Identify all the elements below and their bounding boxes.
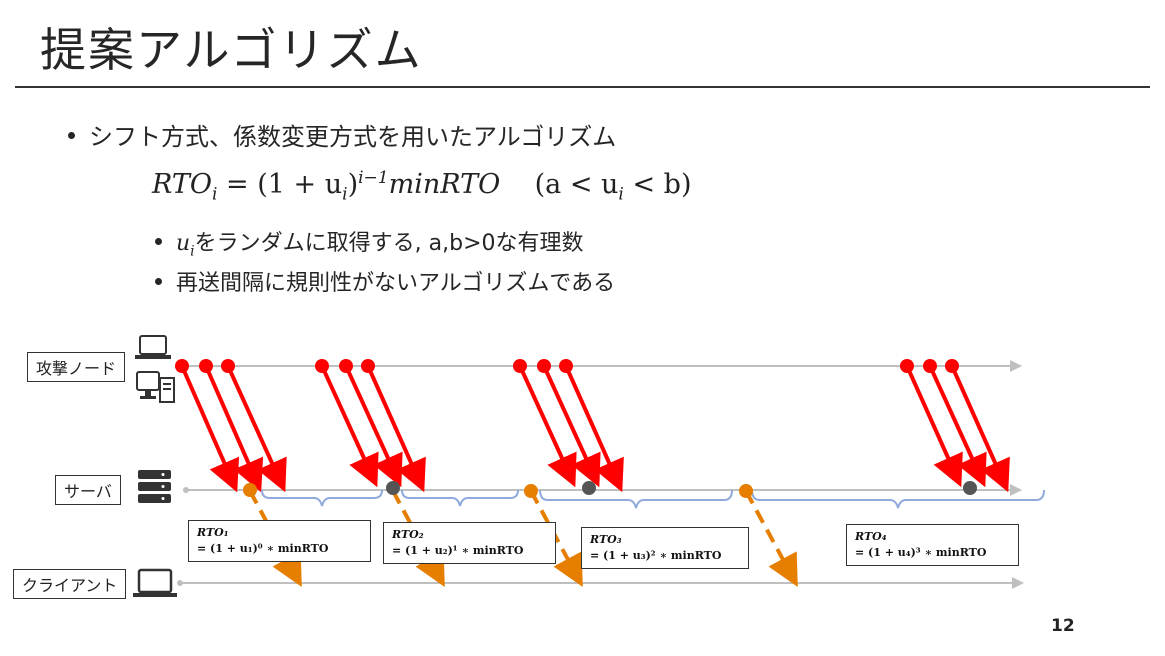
desktop-icon — [136, 371, 175, 403]
server-dot-3 — [963, 481, 977, 495]
rto-box-3-formula: = (1 + u₃)² ∗ minRTO — [590, 549, 722, 562]
rto-box-1-title: RTO₁ — [197, 526, 229, 539]
slide-title: 提案アルゴリズム — [40, 23, 423, 77]
retransmit-dot-2 — [524, 484, 538, 498]
formula-tail: minRTO — [388, 169, 501, 200]
rto-box-3: RTO₃ = (1 + u₃)² ∗ minRTO — [581, 527, 749, 569]
rto-box-1: RTO₁ = (1 + u₁)⁰ ∗ minRTO — [188, 520, 371, 562]
formula-cond-a: (a < u — [534, 169, 619, 200]
bullet-1-text: シフト方式、係数変更方式を用いたアルゴリズム — [89, 123, 617, 151]
bullet-2: uiをランダムに取得する, a,b>0な有理数 — [155, 225, 584, 259]
formula-rhs-close: ) — [347, 169, 359, 200]
bullet-2-sub: i — [190, 243, 195, 260]
attack-group-3 — [513, 359, 624, 493]
rto-box-4-title: RTO₄ — [855, 530, 887, 543]
formula-lhs-sub: i — [212, 184, 218, 205]
rto-box-4: RTO₄ = (1 + u₄)³ ∗ minRTO — [846, 524, 1019, 566]
formula-exp: i−1 — [358, 168, 389, 188]
rto-box-2: RTO₂ = (1 + u₂)¹ ∗ minRTO — [383, 522, 556, 564]
server-icon — [138, 470, 171, 503]
client-timeline-start — [177, 580, 183, 586]
server-label: サーバ — [55, 475, 121, 505]
server-timeline-start — [183, 487, 189, 493]
rto-box-2-title: RTO₂ — [392, 528, 424, 541]
formula-rhs: = (1 + u — [226, 169, 343, 200]
rto-box-3-title: RTO₃ — [590, 533, 622, 546]
attack-group-4 — [900, 359, 1010, 493]
interval-braces — [261, 489, 1045, 509]
rto-formula: RTOi = (1 + ui)i−1minRTO (a < ui < b) — [152, 168, 691, 204]
rto-box-4-formula: = (1 + u₄)³ ∗ minRTO — [855, 546, 987, 559]
client-label: クライアント — [13, 569, 127, 599]
page-number: 12 — [1051, 616, 1075, 636]
server-dot-1 — [386, 481, 400, 495]
attack-group-1 — [175, 359, 287, 493]
client-laptop-icon — [133, 568, 177, 597]
attack-node-label: 攻撃ノード — [27, 352, 126, 382]
bullet-dot — [68, 131, 75, 139]
laptop-icon — [135, 335, 171, 359]
bullet-2-var: u — [176, 231, 191, 256]
title-divider — [15, 86, 1150, 88]
server-dot-2 — [582, 481, 596, 495]
formula-lhs: RTO — [152, 169, 212, 200]
bullet-1: シフト方式、係数変更方式を用いたアルゴリズム — [68, 117, 616, 152]
retransmit-dot-1 — [243, 483, 257, 497]
bullet-2-text: をランダムに取得する, a,b>0な有理数 — [194, 231, 584, 256]
formula-cond-b: < b) — [632, 169, 692, 200]
attack-group-2 — [315, 359, 426, 493]
bullet-3: 再送間隔に規則性がないアルゴリズムである — [155, 265, 615, 297]
formula-rhs-sub: i — [342, 184, 348, 205]
rto-box-2-formula: = (1 + u₂)¹ ∗ minRTO — [392, 544, 524, 557]
bullet-3-text: 再送間隔に規則性がないアルゴリズムである — [176, 271, 616, 296]
formula-cond-sub: i — [618, 184, 624, 205]
bullet-dot — [155, 277, 162, 285]
bullet-dot — [155, 237, 162, 245]
rto-box-1-formula: = (1 + u₁)⁰ ∗ minRTO — [197, 542, 329, 555]
retransmit-dot-3 — [739, 484, 753, 498]
